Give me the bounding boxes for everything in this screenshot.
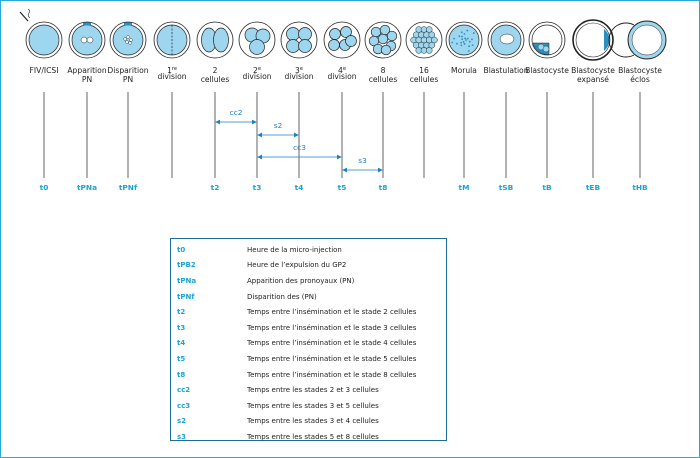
legend-code: t8 (177, 370, 186, 379)
legend-row-t3: t3 Temps entre l’insémination et le stade… (177, 320, 446, 336)
legend-row-s2: s2 Temps entre les stades 3 et 4 cellules (177, 414, 446, 430)
stage-label-blastulation: Blastulation (483, 66, 528, 75)
legend-row-t2: t2 Temps entre l’insémination et le stade… (177, 304, 446, 320)
stage-code-tb: tB (542, 183, 552, 192)
stage-icon-2-cellules (196, 21, 234, 59)
stage-icon-blastulation (487, 21, 525, 59)
legend-code: tPNf (177, 292, 195, 301)
legend-row-s3: s3 Temps entre les stades 5 et 8 cellules (177, 429, 446, 445)
legend-description: Temps entre les stades 5 et 8 cellules (247, 432, 379, 441)
stage-icon-1re-division (153, 21, 191, 59)
stage-icon-fiv-icsi (19, 8, 63, 59)
stage-label-morula: Morula (451, 66, 477, 75)
legend-description: Heure de l’expulsion du GP2 (247, 261, 347, 270)
stage-code-teb: tEB (586, 183, 601, 192)
legend-description: Temps entre l’insémination et le stade 5… (247, 354, 417, 363)
legend-row-t0: t0 Heure de la micro-injection (177, 242, 446, 258)
stage-code-tsb: tSB (499, 183, 514, 192)
interval-label-s2: s2 (274, 121, 283, 130)
stage-icon-apparition-pn (68, 21, 106, 59)
stage-icon-morula (445, 21, 483, 59)
stage-icon-4e-division (323, 21, 361, 59)
stage-code-tm: tM (459, 183, 470, 192)
legend-description: Temps entre les stades 3 et 4 cellules (247, 417, 379, 426)
legend-row-cc2: cc2 Temps entre les stades 2 et 3 cellule… (177, 382, 446, 398)
legend-code: s2 (177, 417, 187, 426)
legend-description: Disparition des (PN) (247, 292, 317, 301)
stage-icon-blastocyste (528, 21, 566, 59)
legend-row-t4: t4 Temps entre l’insémination et le stade… (177, 336, 446, 352)
legend-description: Temps entre les stades 3 et 5 cellules (247, 401, 379, 410)
interval-label-cc3: cc3 (293, 143, 306, 152)
legend-row-t8: t8 Temps entre l’insémination et le stade… (177, 367, 446, 383)
interval-label-s3: s3 (358, 156, 367, 165)
legend-row-tpnf: tPNf Disparition des (PN) (177, 289, 446, 305)
legend-box: t0 Heure de la micro-injection tPB2 Heure d… (170, 238, 447, 441)
legend-row-t5: t5 Temps entre l’insémination et le stade… (177, 351, 446, 367)
stage-icon-blastocyste-expanse (572, 19, 614, 61)
stage-code-t5: t5 (338, 183, 347, 192)
stage-icon-16-cellules (405, 21, 443, 59)
legend-code: t5 (177, 354, 186, 363)
legend-description: Temps entre l’insémination et le stade 3… (247, 323, 417, 332)
legend-description: Temps entre l’insémination et le stade 8… (247, 370, 417, 379)
legend-row-tpna: tPNa Apparition des pronoyaux (PN) (177, 273, 446, 289)
legend-code: t2 (177, 308, 186, 317)
stage-icon-2e-division (238, 21, 276, 59)
stage-code-thb: tHB (632, 183, 648, 192)
legend-code: t0 (177, 245, 186, 254)
stage-code-t0: t0 (40, 183, 49, 192)
legend-code: tPB2 (177, 261, 196, 270)
legend-row-cc3: cc3 Temps entre les stades 3 et 5 cellule… (177, 398, 446, 414)
stage-icon-3e-division (280, 21, 318, 59)
stage-label-fiv-icsi: FIV/ICSI (30, 66, 59, 75)
legend-description: Temps entre l’insémination et le stade 4… (247, 339, 417, 348)
legend-description: Heure de la micro-injection (247, 245, 342, 254)
stage-code-t2: t2 (211, 183, 220, 192)
stage-code-tpna: tPNa (77, 183, 97, 192)
stage-code-t4: t4 (295, 183, 304, 192)
stage-icon-disparition-pn (109, 21, 147, 59)
legend-description: Temps entre les stades 2 et 3 cellules (247, 386, 379, 395)
legend-row-tpb2: tPB2 Heure de l’expulsion du GP2 (177, 258, 446, 274)
legend-code: cc3 (177, 401, 191, 410)
legend-description: Temps entre l’insémination et le stade 2… (247, 308, 417, 317)
stage-label-blastocyste: Blastocyste (525, 66, 569, 75)
legend-code: s3 (177, 432, 187, 441)
legend-code: t3 (177, 323, 186, 332)
legend-description: Apparition des pronoyaux (PN) (247, 276, 355, 285)
interval-label-cc2: cc2 (230, 108, 243, 117)
legend-code: t4 (177, 339, 186, 348)
stage-code-t3: t3 (253, 183, 262, 192)
stage-code-tpnf: tPNf (119, 183, 138, 192)
stage-icon-8-cellules (364, 21, 402, 59)
stage-icon-blastocyste-eclos (608, 20, 667, 60)
legend-code: cc2 (177, 386, 191, 395)
legend-code: tPNa (177, 276, 197, 285)
stage-code-t8: t8 (379, 183, 388, 192)
